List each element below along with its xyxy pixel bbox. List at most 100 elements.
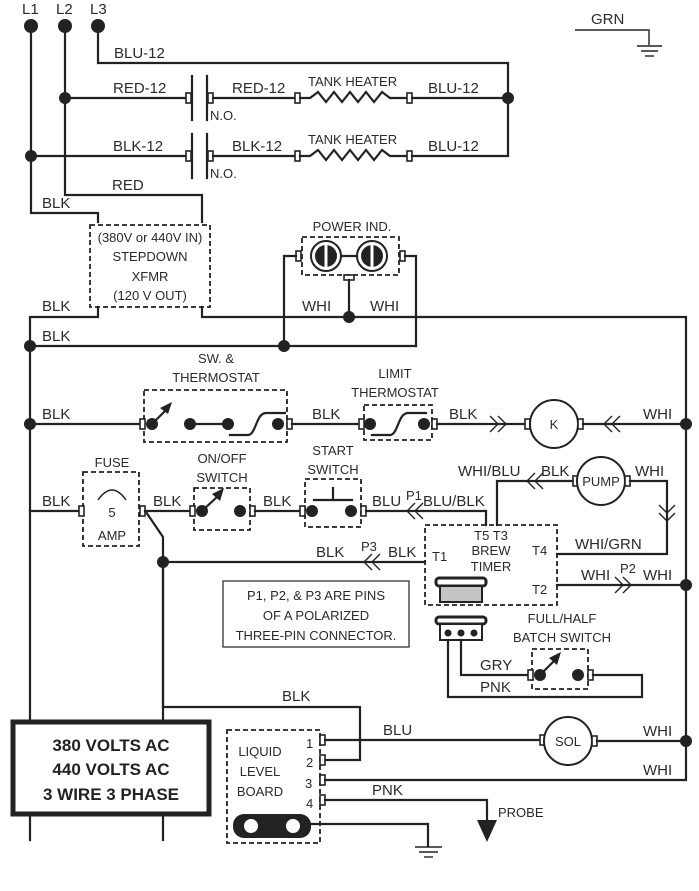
wire-label-whi-blu: WHI/BLU bbox=[458, 463, 521, 480]
wire-label-t1-b: BLK bbox=[388, 544, 416, 561]
wire-label-onoff-out: BLK bbox=[263, 493, 291, 510]
wire-label-red-in: RED-12 bbox=[113, 80, 166, 97]
wire-label-blk-in: BLK-12 bbox=[113, 138, 163, 155]
connector-chevron-icon bbox=[658, 504, 676, 514]
relay-k-label: K bbox=[550, 417, 559, 432]
start-switch-label-1: START bbox=[312, 443, 353, 458]
start-switch-label-2: SWITCH bbox=[307, 462, 358, 477]
switch-contact-icon bbox=[306, 505, 318, 517]
wire-label-thermo-mid: BLK bbox=[312, 406, 340, 423]
tank-heater-1-label: TANK HEATER bbox=[308, 74, 397, 89]
sw-thermostat-box bbox=[143, 389, 288, 443]
wire-xfmr-out-blk bbox=[28, 305, 100, 842]
indicator-lamp-right-icon bbox=[356, 240, 388, 272]
switch-contact-icon bbox=[418, 418, 430, 430]
probe-icon bbox=[477, 820, 497, 842]
ground-icon bbox=[637, 45, 662, 57]
llb-terminal-2 bbox=[319, 754, 326, 766]
transformer-line-1: (380V or 440V IN) bbox=[98, 230, 203, 245]
wire-label-thermo-in: BLK bbox=[42, 406, 70, 423]
wire-label-blk-mid: BLK-12 bbox=[232, 138, 282, 155]
llb-pin-1: 1 bbox=[306, 736, 313, 751]
switch-contact-icon bbox=[364, 418, 376, 430]
connector-chevron-icon bbox=[603, 415, 613, 433]
wire-label-xfmr-out: BLK bbox=[42, 298, 70, 315]
connector-chevron-icon bbox=[497, 415, 507, 433]
ground-label: GRN bbox=[591, 11, 624, 28]
onoff-switch-label-2: SWITCH bbox=[196, 470, 247, 485]
transformer-line-2: STEPDOWN bbox=[112, 249, 187, 264]
note-line-1: P1, P2, & P3 ARE PINS bbox=[247, 588, 385, 603]
indicator-lamp-left-icon bbox=[310, 240, 342, 272]
thermostat-element-icon bbox=[228, 411, 287, 437]
pin-p1-label: P1 bbox=[406, 488, 422, 503]
llb-pin-4: 4 bbox=[306, 796, 313, 811]
sw-thermostat-label-1: SW. & bbox=[198, 351, 234, 366]
tank-heater-2-icon bbox=[298, 148, 409, 162]
ground-icon bbox=[415, 846, 442, 858]
note-line-3: THREE-PIN CONNECTOR. bbox=[236, 628, 397, 643]
brew-timer-t4: T4 bbox=[532, 543, 547, 558]
tank-heater-2-label: TANK HEATER bbox=[308, 132, 397, 147]
llb-label-1: LIQUID bbox=[238, 744, 281, 759]
switch-contact-icon bbox=[272, 418, 284, 430]
line-l1-label: L1 bbox=[22, 1, 39, 18]
voltage-line-1: 380 VOLTS AC bbox=[52, 736, 169, 755]
wire-pin3-whi bbox=[323, 739, 688, 782]
llb-label-2: LEVEL bbox=[240, 764, 280, 779]
limit-thermostat-label-1: LIMIT bbox=[378, 366, 411, 381]
connector-chevron-icon bbox=[414, 502, 424, 520]
wire-label-pnk: PNK bbox=[480, 679, 511, 696]
onoff-switch-label-1: ON/OFF bbox=[197, 451, 246, 466]
wire-pnk bbox=[446, 638, 644, 699]
voltage-line-3: 3 WIRE 3 PHASE bbox=[43, 785, 179, 804]
connector-chevron-icon bbox=[406, 502, 416, 520]
wire-label-t2-b: WHI bbox=[643, 567, 672, 584]
wire-l3-blu bbox=[96, 24, 510, 157]
transformer-line-3: XFMR bbox=[132, 269, 169, 284]
llb-label-3: BOARD bbox=[237, 784, 283, 799]
switch-arrow-icon bbox=[160, 402, 172, 414]
wire-lamp-right bbox=[403, 254, 418, 348]
wire-pump-out bbox=[555, 479, 669, 556]
terminal-icon bbox=[299, 505, 306, 517]
wire-label-blu: BLU bbox=[383, 722, 412, 739]
wire-grn bbox=[575, 29, 650, 45]
onoff-switch-arm-icon bbox=[200, 494, 220, 513]
terminal-icon bbox=[139, 418, 146, 430]
pump-label: PUMP bbox=[582, 474, 620, 489]
wire-gry bbox=[459, 638, 530, 677]
wire-label-pin3-whi: WHI bbox=[643, 762, 672, 779]
pin-p3-label: P3 bbox=[361, 539, 377, 554]
wire-label-pnk-probe: PNK bbox=[372, 782, 403, 799]
connector-chevron-icon bbox=[622, 576, 632, 594]
wire-label-blu-out2: BLU-12 bbox=[428, 138, 479, 155]
wire-label-l3: BLU-12 bbox=[114, 45, 165, 62]
llb-pin-3: 3 bbox=[305, 776, 312, 791]
junction-heater-bus bbox=[502, 92, 514, 104]
batch-switch-label-1: FULL/HALF bbox=[528, 611, 597, 626]
connector-chevron-icon bbox=[614, 576, 624, 594]
terminal-icon bbox=[189, 505, 196, 517]
wire-label-fuse-out: BLK bbox=[153, 493, 181, 510]
switch-contact-icon bbox=[222, 418, 234, 430]
wire-lamp-left bbox=[282, 254, 298, 348]
wire-label-pump-blk: BLK bbox=[541, 463, 569, 480]
wire-pnk-probe bbox=[323, 798, 489, 824]
junction-lamp-left bbox=[278, 340, 290, 352]
terminal-icon bbox=[185, 92, 192, 104]
timer-connector-plug-icon bbox=[434, 576, 488, 603]
terminal-icon bbox=[358, 418, 365, 430]
batch-switch-box bbox=[531, 648, 589, 690]
wire-label-blu-out1: BLU-12 bbox=[428, 80, 479, 97]
brew-timer-t2: T2 bbox=[532, 582, 547, 597]
wire-label-blu-blk: BLU/BLK bbox=[423, 493, 485, 510]
limit-thermostat-label-2: THERMOSTAT bbox=[351, 385, 439, 400]
line-l2-label: L2 bbox=[56, 1, 73, 18]
contactor-no-label: N.O. bbox=[210, 108, 237, 123]
fuse-label: FUSE bbox=[95, 455, 130, 470]
wire-label-pump-whi: WHI bbox=[635, 463, 664, 480]
wire-label-whi-left: WHI bbox=[302, 298, 331, 315]
junction-neutral-t2 bbox=[680, 579, 692, 591]
